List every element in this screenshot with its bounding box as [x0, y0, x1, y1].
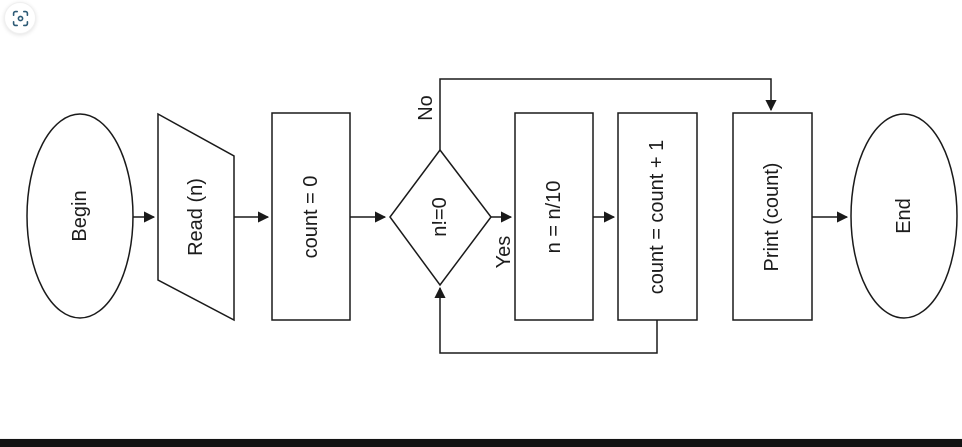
connector-increment-decision-loop — [434, 286, 658, 354]
divide-process-shape — [514, 112, 594, 321]
init-process-shape — [271, 112, 351, 321]
bottom-black-bar — [0, 439, 962, 447]
decision-diamond-shape — [389, 148, 492, 287]
capture-button[interactable] — [4, 2, 36, 34]
read-input-parallelogram-shape — [157, 112, 235, 322]
focus-scan-icon — [12, 10, 29, 27]
connector-decision-print-no — [439, 78, 777, 150]
bottom-hairline — [0, 438, 962, 439]
increment-process-shape — [617, 112, 698, 321]
print-process-shape — [732, 112, 813, 321]
end-terminator-shape — [850, 113, 958, 319]
begin-terminator-shape — [26, 113, 134, 319]
